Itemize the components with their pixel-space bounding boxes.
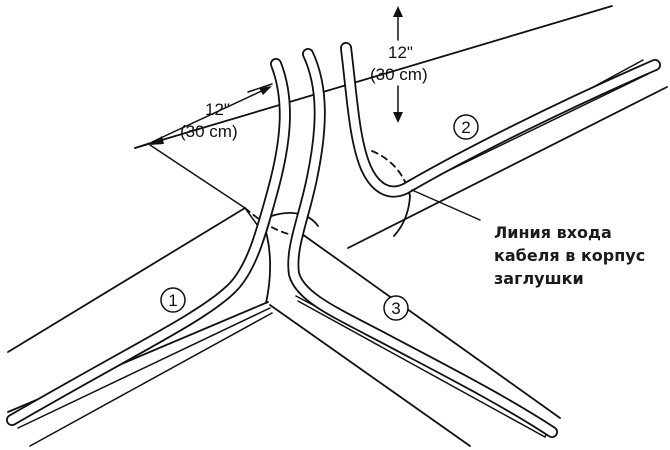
marker-3-label: 3: [391, 299, 400, 318]
marker-1: 1: [160, 287, 186, 313]
cable-1: [6, 58, 291, 426]
top-dimension-value: 12": [388, 43, 413, 62]
callout-line-3: заглушки: [494, 269, 584, 288]
marker-2-label: 2: [461, 118, 470, 137]
top-dimension-metric: (30 cm): [370, 65, 428, 84]
left-dimension-metric: (30 cm): [180, 122, 238, 141]
cable-2: [340, 42, 661, 198]
left-dimension-value: 12": [205, 100, 230, 119]
callout-line-2: кабеля в корпус: [494, 246, 645, 265]
cable-3: [287, 48, 558, 438]
top-dimension: [393, 6, 403, 123]
marker-3: 3: [383, 295, 409, 321]
marker-1-label: 1: [168, 291, 177, 310]
left-dimension: [134, 83, 273, 209]
callout-line-1: Линия входа: [494, 223, 612, 242]
marker-2: 2: [453, 114, 479, 140]
callout-leader: [411, 189, 481, 221]
left-pipe: [7, 207, 273, 447]
